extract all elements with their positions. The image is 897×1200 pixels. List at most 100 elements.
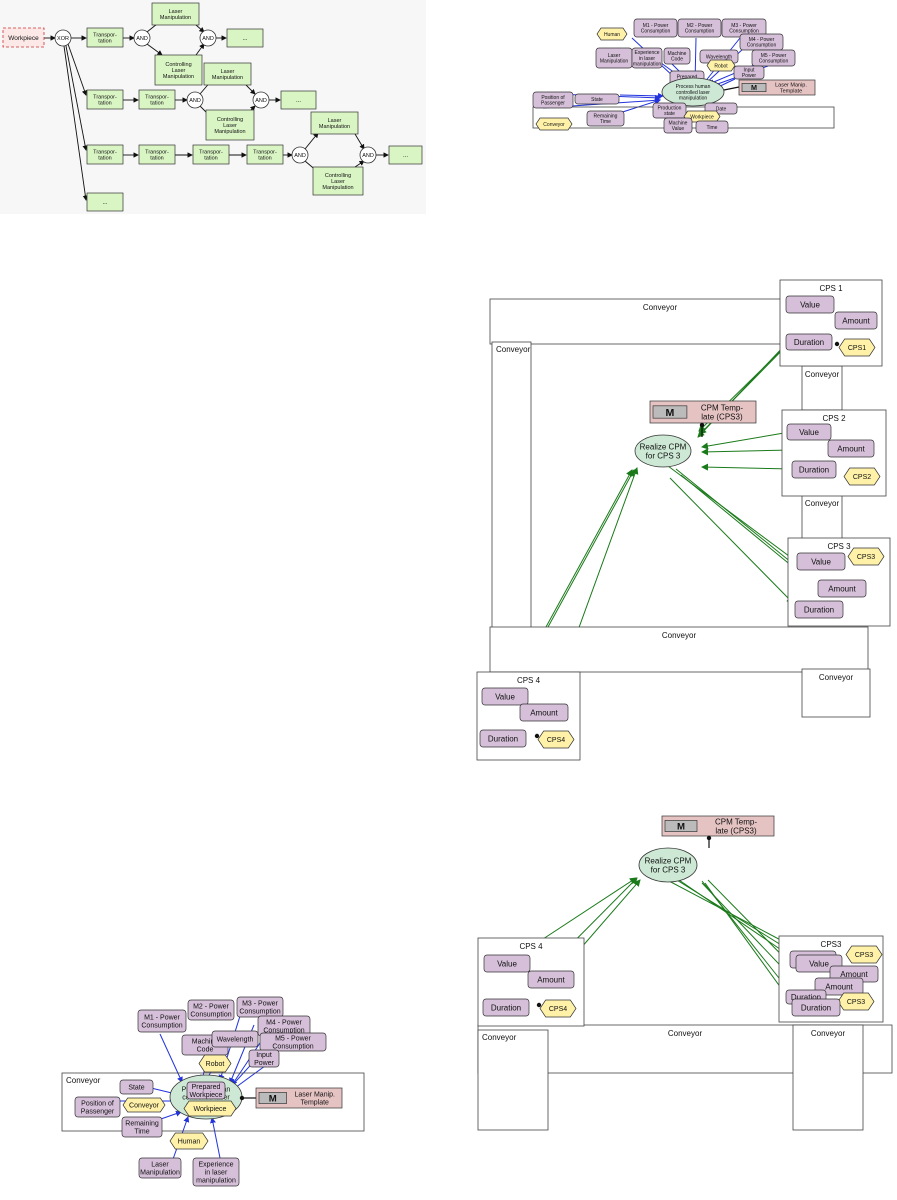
node-label: CPS3 (847, 999, 865, 1006)
node-label: Value (809, 959, 829, 968)
conveyor-right-2-label: Conveyor (805, 499, 840, 508)
remaining-node (121, 1116, 163, 1138)
node-label: Amount (537, 975, 565, 984)
flow-arrow (619, 92, 664, 99)
node-label: Laser Manip.Template (775, 82, 807, 94)
flow-arrow (701, 448, 792, 456)
transport-3c (192, 144, 230, 165)
connector-line (723, 86, 740, 91)
node-label: AND (294, 153, 306, 159)
value-node-cps3 (796, 552, 846, 571)
transport-3d (246, 144, 284, 165)
experience-node-s (631, 47, 663, 69)
cps1-node (838, 338, 876, 357)
conveyor-top (489, 298, 831, 345)
node-label: Wavelength (217, 1036, 254, 1043)
remaining-node-s (586, 110, 625, 127)
cps4-container-label: CPS 4 (517, 676, 541, 685)
node-label: Value (811, 557, 831, 566)
flow-arrow (669, 477, 794, 604)
node-label: AND (255, 98, 267, 104)
flow-arrow (675, 468, 798, 568)
state-node (119, 1079, 154, 1095)
node-label: Robot (206, 1061, 225, 1068)
time-node-s (695, 120, 729, 134)
node-label: Laser Manip.Template (295, 1092, 336, 1107)
node-label: ... (242, 36, 247, 42)
value-node-cps4-b (483, 954, 531, 973)
connector-line (65, 45, 88, 151)
node-label: AND (136, 36, 148, 42)
node-label: AND (362, 153, 374, 159)
template-icon (664, 820, 698, 832)
position-node-s (532, 91, 574, 109)
connector-dot (536, 1002, 542, 1008)
continuation-3 (388, 145, 423, 165)
node-label: Value (800, 300, 820, 309)
node-label: ... (403, 153, 408, 159)
node-label: Value (497, 959, 517, 968)
connector-line (304, 132, 319, 150)
node-label: State (591, 97, 603, 103)
node-label: Amount (828, 584, 856, 593)
connector-line (146, 43, 163, 56)
realize-cpm-node-b (638, 847, 698, 883)
and-join-3 (359, 146, 377, 164)
node-label: Duration (791, 993, 821, 1002)
prepared-node (186, 1081, 226, 1100)
node-label: Duration (491, 1003, 521, 1012)
state-node-s (574, 93, 620, 105)
machine-value-node-s (663, 117, 693, 134)
node-label: Value (799, 428, 819, 437)
duration-node-cps4-b (482, 998, 530, 1017)
realize-cpm-node (634, 434, 692, 468)
node-label: Transpor-tation (93, 32, 117, 44)
transport-1 (86, 27, 124, 48)
experience-node (192, 1157, 240, 1187)
duration-node-cps3-b2 (791, 998, 841, 1017)
node-label: CPS2 (853, 474, 871, 481)
transport-2a (86, 89, 124, 110)
node-label: Transpor-tation (199, 149, 223, 161)
connector-line (354, 160, 365, 168)
conveyor-right-3-label: Conveyor (819, 673, 854, 682)
node-label: Human (604, 32, 620, 38)
cps3-node (847, 547, 885, 566)
node-label: CPS4 (549, 1006, 567, 1013)
template-icon-glyph: M (269, 1094, 277, 1105)
and-join-1 (199, 29, 217, 47)
amount-node-cps3-b2 (814, 977, 864, 996)
conveyor-top-label: Conveyor (643, 303, 678, 312)
conveyor-top-b-label: Conveyor (668, 1029, 703, 1038)
duration-node-cps1 (785, 333, 833, 351)
conveyor-bottom (489, 626, 869, 673)
m1-node-s (633, 18, 678, 38)
node-label: Workpiece (8, 35, 39, 42)
connector-dot (834, 341, 840, 347)
node-label: AND (189, 98, 201, 104)
cps4-node (537, 730, 575, 749)
laser-manipulation-1 (151, 2, 200, 26)
connector-dot (239, 1095, 245, 1101)
m2-node-s (677, 18, 722, 38)
node-label: Value (495, 692, 515, 701)
node-label: Time (707, 125, 718, 131)
node-label: Transpor-tation (93, 94, 117, 106)
input-power-node-s (733, 65, 765, 80)
